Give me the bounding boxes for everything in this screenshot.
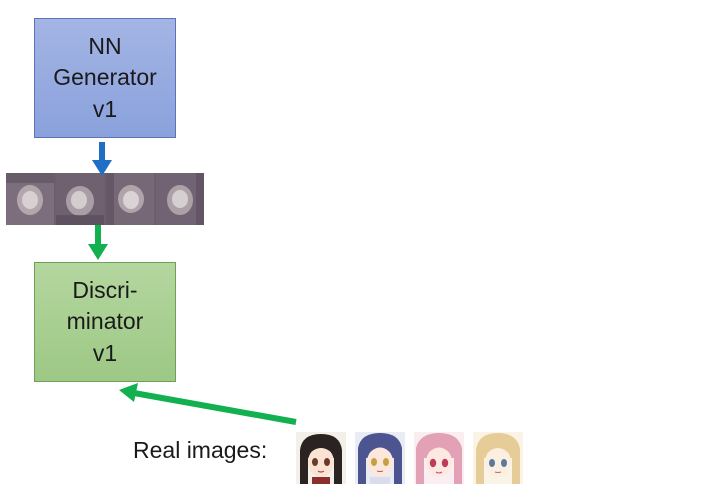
images-to-discriminator-arrow <box>88 225 108 260</box>
generated-image <box>56 173 104 225</box>
anime-face-image-1 <box>296 432 346 484</box>
generator-to-images-arrow <box>92 142 112 176</box>
generated-image <box>6 173 54 225</box>
discriminator-label-line-3: v1 <box>92 339 118 366</box>
generated-image <box>156 173 204 225</box>
discriminator-label-line-2: minator <box>66 308 144 335</box>
generator-label-line-3: v1 <box>92 95 118 122</box>
generator-label-line-1: NN <box>88 33 122 60</box>
generator-label-line-2: Generator <box>53 64 157 91</box>
anime-face-image-4 <box>473 432 523 484</box>
real-images-label: Real images: <box>133 437 268 463</box>
anime-face-image-2 <box>355 432 405 484</box>
discriminator-box: Discri- minator v1 <box>34 262 176 382</box>
real-images-to-discriminator-arrow <box>119 383 297 425</box>
generated-images-strip <box>6 173 204 225</box>
discriminator-label-line-1: Discri- <box>72 277 138 304</box>
generator-box: NN Generator v1 <box>34 18 176 138</box>
generated-image <box>106 173 154 225</box>
real-images-row <box>296 432 523 484</box>
anime-face-image-3 <box>414 432 464 484</box>
